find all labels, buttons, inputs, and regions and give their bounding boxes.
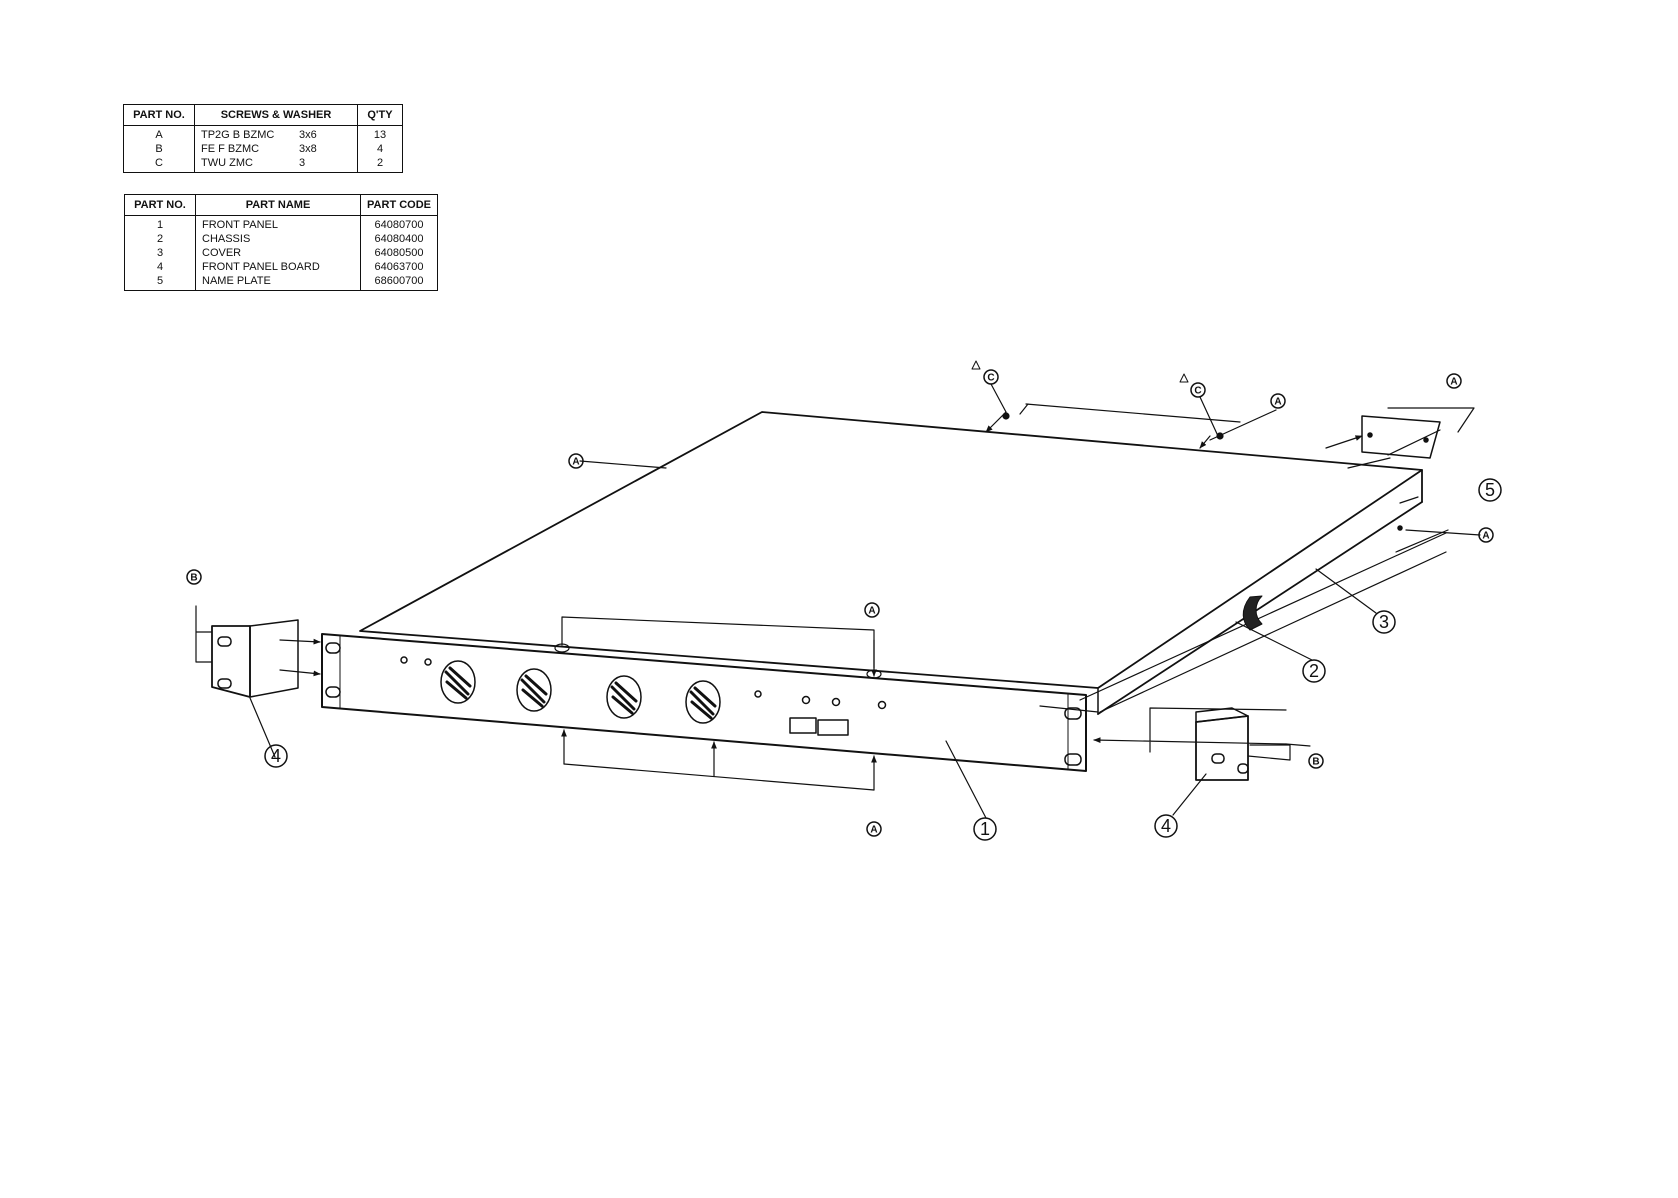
svg-text:5: 5	[1485, 480, 1495, 500]
svg-text:C: C	[987, 373, 994, 384]
svg-text:A: A	[572, 457, 579, 468]
svg-text:1: 1	[980, 819, 990, 839]
chassis	[1080, 533, 1446, 712]
screw-callout-a-2: A	[1447, 374, 1461, 388]
front-panel	[322, 634, 1086, 771]
name-plate	[1362, 416, 1440, 458]
svg-text:C: C	[1194, 386, 1201, 397]
cover	[360, 412, 1422, 714]
part-callout-3: 3	[1373, 611, 1395, 633]
screw-callout-a-4: A	[1479, 528, 1493, 542]
part-callout-2: 2	[1303, 660, 1325, 682]
svg-text:A: A	[870, 825, 877, 836]
svg-text:3: 3	[1379, 612, 1389, 632]
control-knob-2	[517, 669, 551, 711]
part-callout-1: 1	[974, 818, 996, 840]
screw-marks	[555, 413, 1223, 678]
svg-text:2: 2	[1309, 661, 1319, 681]
svg-text:A: A	[868, 606, 875, 617]
screw-callout-b-2: B	[1309, 754, 1323, 768]
screw-callout-a-3: A	[1271, 394, 1285, 408]
screw-callout-a-5: A	[865, 603, 879, 617]
svg-text:4: 4	[1161, 816, 1171, 836]
control-knob-3	[607, 676, 641, 718]
screw-callout-c-1: C	[972, 361, 1006, 412]
svg-text:B: B	[1312, 757, 1319, 768]
control-knob-4	[686, 681, 720, 723]
screw-callout-a-6: A	[867, 822, 881, 836]
rack-ear-left	[196, 606, 298, 697]
screw-callout-c-2: C	[1180, 374, 1218, 436]
part-callout-4-left: 4	[265, 745, 287, 767]
svg-text:B: B	[190, 573, 197, 584]
screw-callout-b-1: B	[187, 570, 201, 584]
svg-text:4: 4	[271, 746, 281, 766]
control-knob-1	[441, 661, 475, 703]
svg-text:A: A	[1482, 531, 1489, 542]
svg-text:A: A	[1450, 377, 1457, 388]
part-callout-5: 5	[1479, 479, 1501, 501]
svg-text:A: A	[1274, 397, 1281, 408]
part-callout-4-right: 4	[1155, 815, 1177, 837]
